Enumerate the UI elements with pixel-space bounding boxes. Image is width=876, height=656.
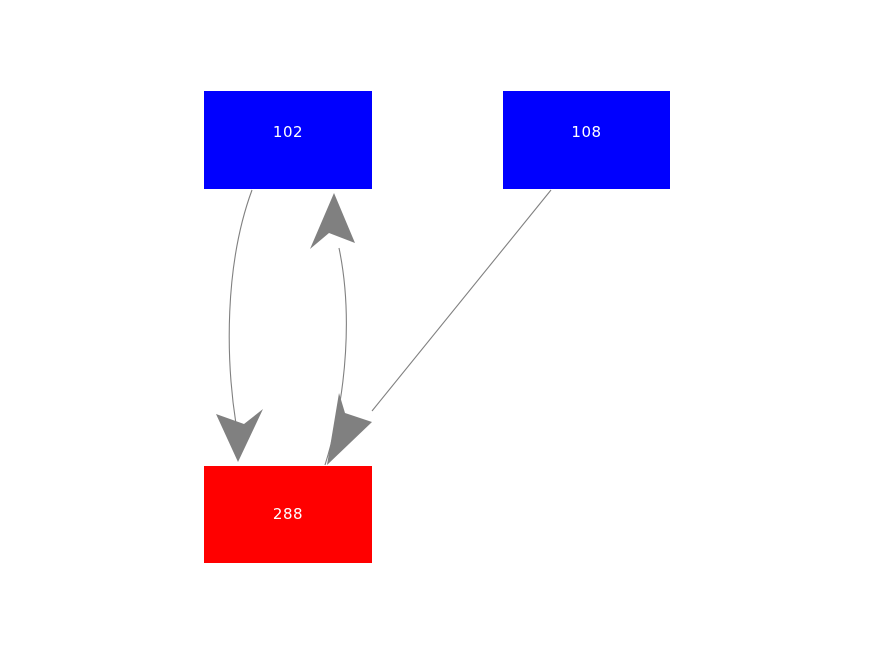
graph-node-102-label: 102 xyxy=(272,122,304,141)
graph-node-108[interactable]: 108 xyxy=(503,91,670,189)
graph-node-288[interactable]: 288 xyxy=(204,466,372,563)
edge-288-102-arrowhead xyxy=(310,193,355,249)
edge-102-288[interactable] xyxy=(216,189,263,462)
edge-102-288-arrowhead xyxy=(216,409,263,462)
edge-108-288-arrowhead xyxy=(327,393,372,465)
edge-102-288-line xyxy=(228,189,253,425)
graph-node-102[interactable]: 102 xyxy=(204,91,372,189)
graph-node-108-label: 108 xyxy=(571,122,602,141)
edge-108-288-line xyxy=(371,189,552,412)
graph-node-288-label: 288 xyxy=(272,505,304,523)
edge-108-288[interactable] xyxy=(327,189,552,465)
